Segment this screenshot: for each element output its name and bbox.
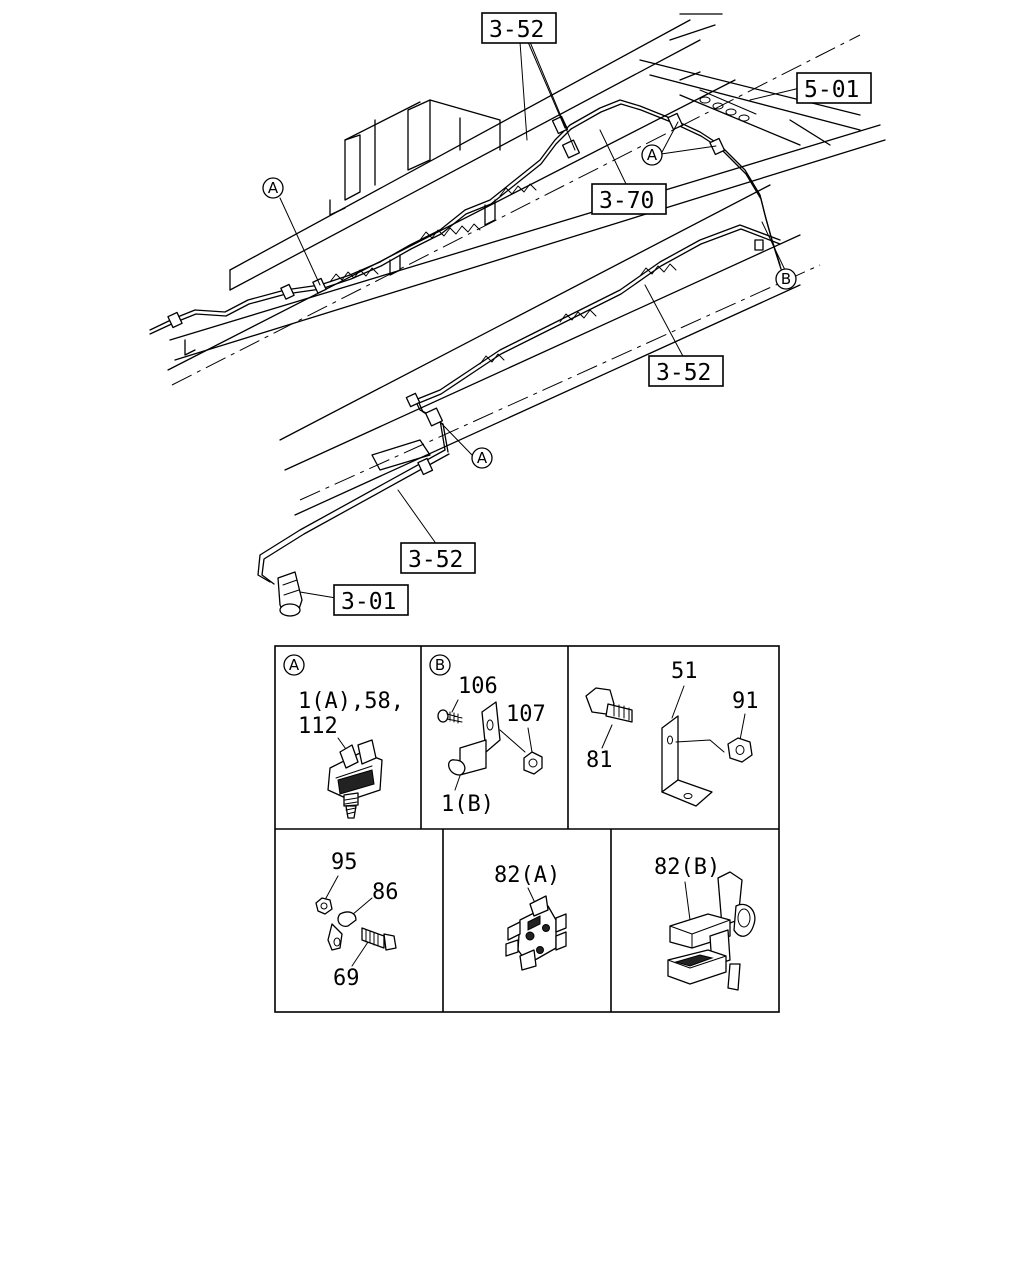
panel-b: B 106 107 1(B)	[429, 654, 546, 817]
part-number-107: 107	[506, 702, 546, 727]
part-number-51: 51	[671, 659, 698, 684]
part-number-82b: 82(B)	[654, 855, 720, 880]
ref-label: 3-70	[599, 188, 654, 214]
panel-e: 82(A)	[494, 863, 567, 971]
panel-a: A 1(A),58, 112	[283, 654, 404, 819]
panel-b-marker: B	[435, 656, 445, 674]
ref-label: 3-01	[341, 589, 396, 615]
callout-letter: A	[268, 179, 279, 197]
part-number-82a: 82(A)	[494, 863, 560, 888]
ref-box-3-52-low[interactable]: 3-52	[400, 542, 476, 574]
ref-label: 3-52	[489, 17, 544, 43]
ref-box-3-52-top[interactable]: 3-52	[481, 12, 557, 44]
detail-table	[274, 645, 780, 1013]
panel-d: 95 86 69	[315, 850, 399, 991]
panel-c: 51 91 81	[585, 659, 759, 807]
clip-82a-illustration	[505, 895, 567, 971]
panel-a-marker: A	[289, 656, 300, 674]
callout-b[interactable]: B	[775, 268, 797, 290]
part-number-86: 86	[372, 880, 399, 905]
panel-f: 82(B)	[654, 855, 756, 991]
clip-illustration	[327, 739, 383, 819]
bracket-illustration	[437, 701, 543, 776]
part-number-81: 81	[586, 748, 613, 773]
callout-letter: A	[647, 146, 658, 164]
callout-a-right[interactable]: A	[641, 144, 663, 166]
panel-a-part-number-2: 112	[298, 714, 338, 739]
panel-a-part-numbers: 1(A),58,	[298, 689, 404, 714]
ref-label: 3-52	[656, 360, 711, 386]
brake-pipe-upper	[149, 99, 782, 335]
callout-a-lower[interactable]: A	[471, 447, 493, 469]
part-number-106: 106	[458, 674, 498, 699]
ref-label: 5-01	[804, 77, 859, 103]
part-number-69: 69	[333, 966, 360, 991]
ref-box-3-01[interactable]: 3-01	[333, 584, 409, 616]
pipe-clips	[167, 112, 764, 476]
ref-box-5-01[interactable]: 5-01	[796, 72, 872, 104]
callout-letter: A	[477, 449, 488, 467]
leader-lines	[279, 41, 801, 599]
stay-illustration	[585, 687, 753, 807]
brake-pipe-lower	[257, 224, 781, 585]
clamp-illustration	[315, 897, 397, 951]
ref-box-3-70[interactable]: 3-70	[591, 183, 667, 215]
wheel-cylinder	[277, 571, 303, 617]
clip-82b-illustration	[667, 871, 756, 991]
part-number-95: 95	[331, 850, 358, 875]
callout-letter: B	[781, 270, 791, 288]
callout-a-left[interactable]: A	[262, 177, 284, 199]
ref-box-3-52-mid[interactable]: 3-52	[648, 355, 724, 387]
part-number-91: 91	[732, 689, 759, 714]
chassis-frame	[167, 13, 886, 516]
ref-label: 3-52	[408, 547, 463, 573]
part-number-1b: 1(B)	[441, 792, 494, 817]
